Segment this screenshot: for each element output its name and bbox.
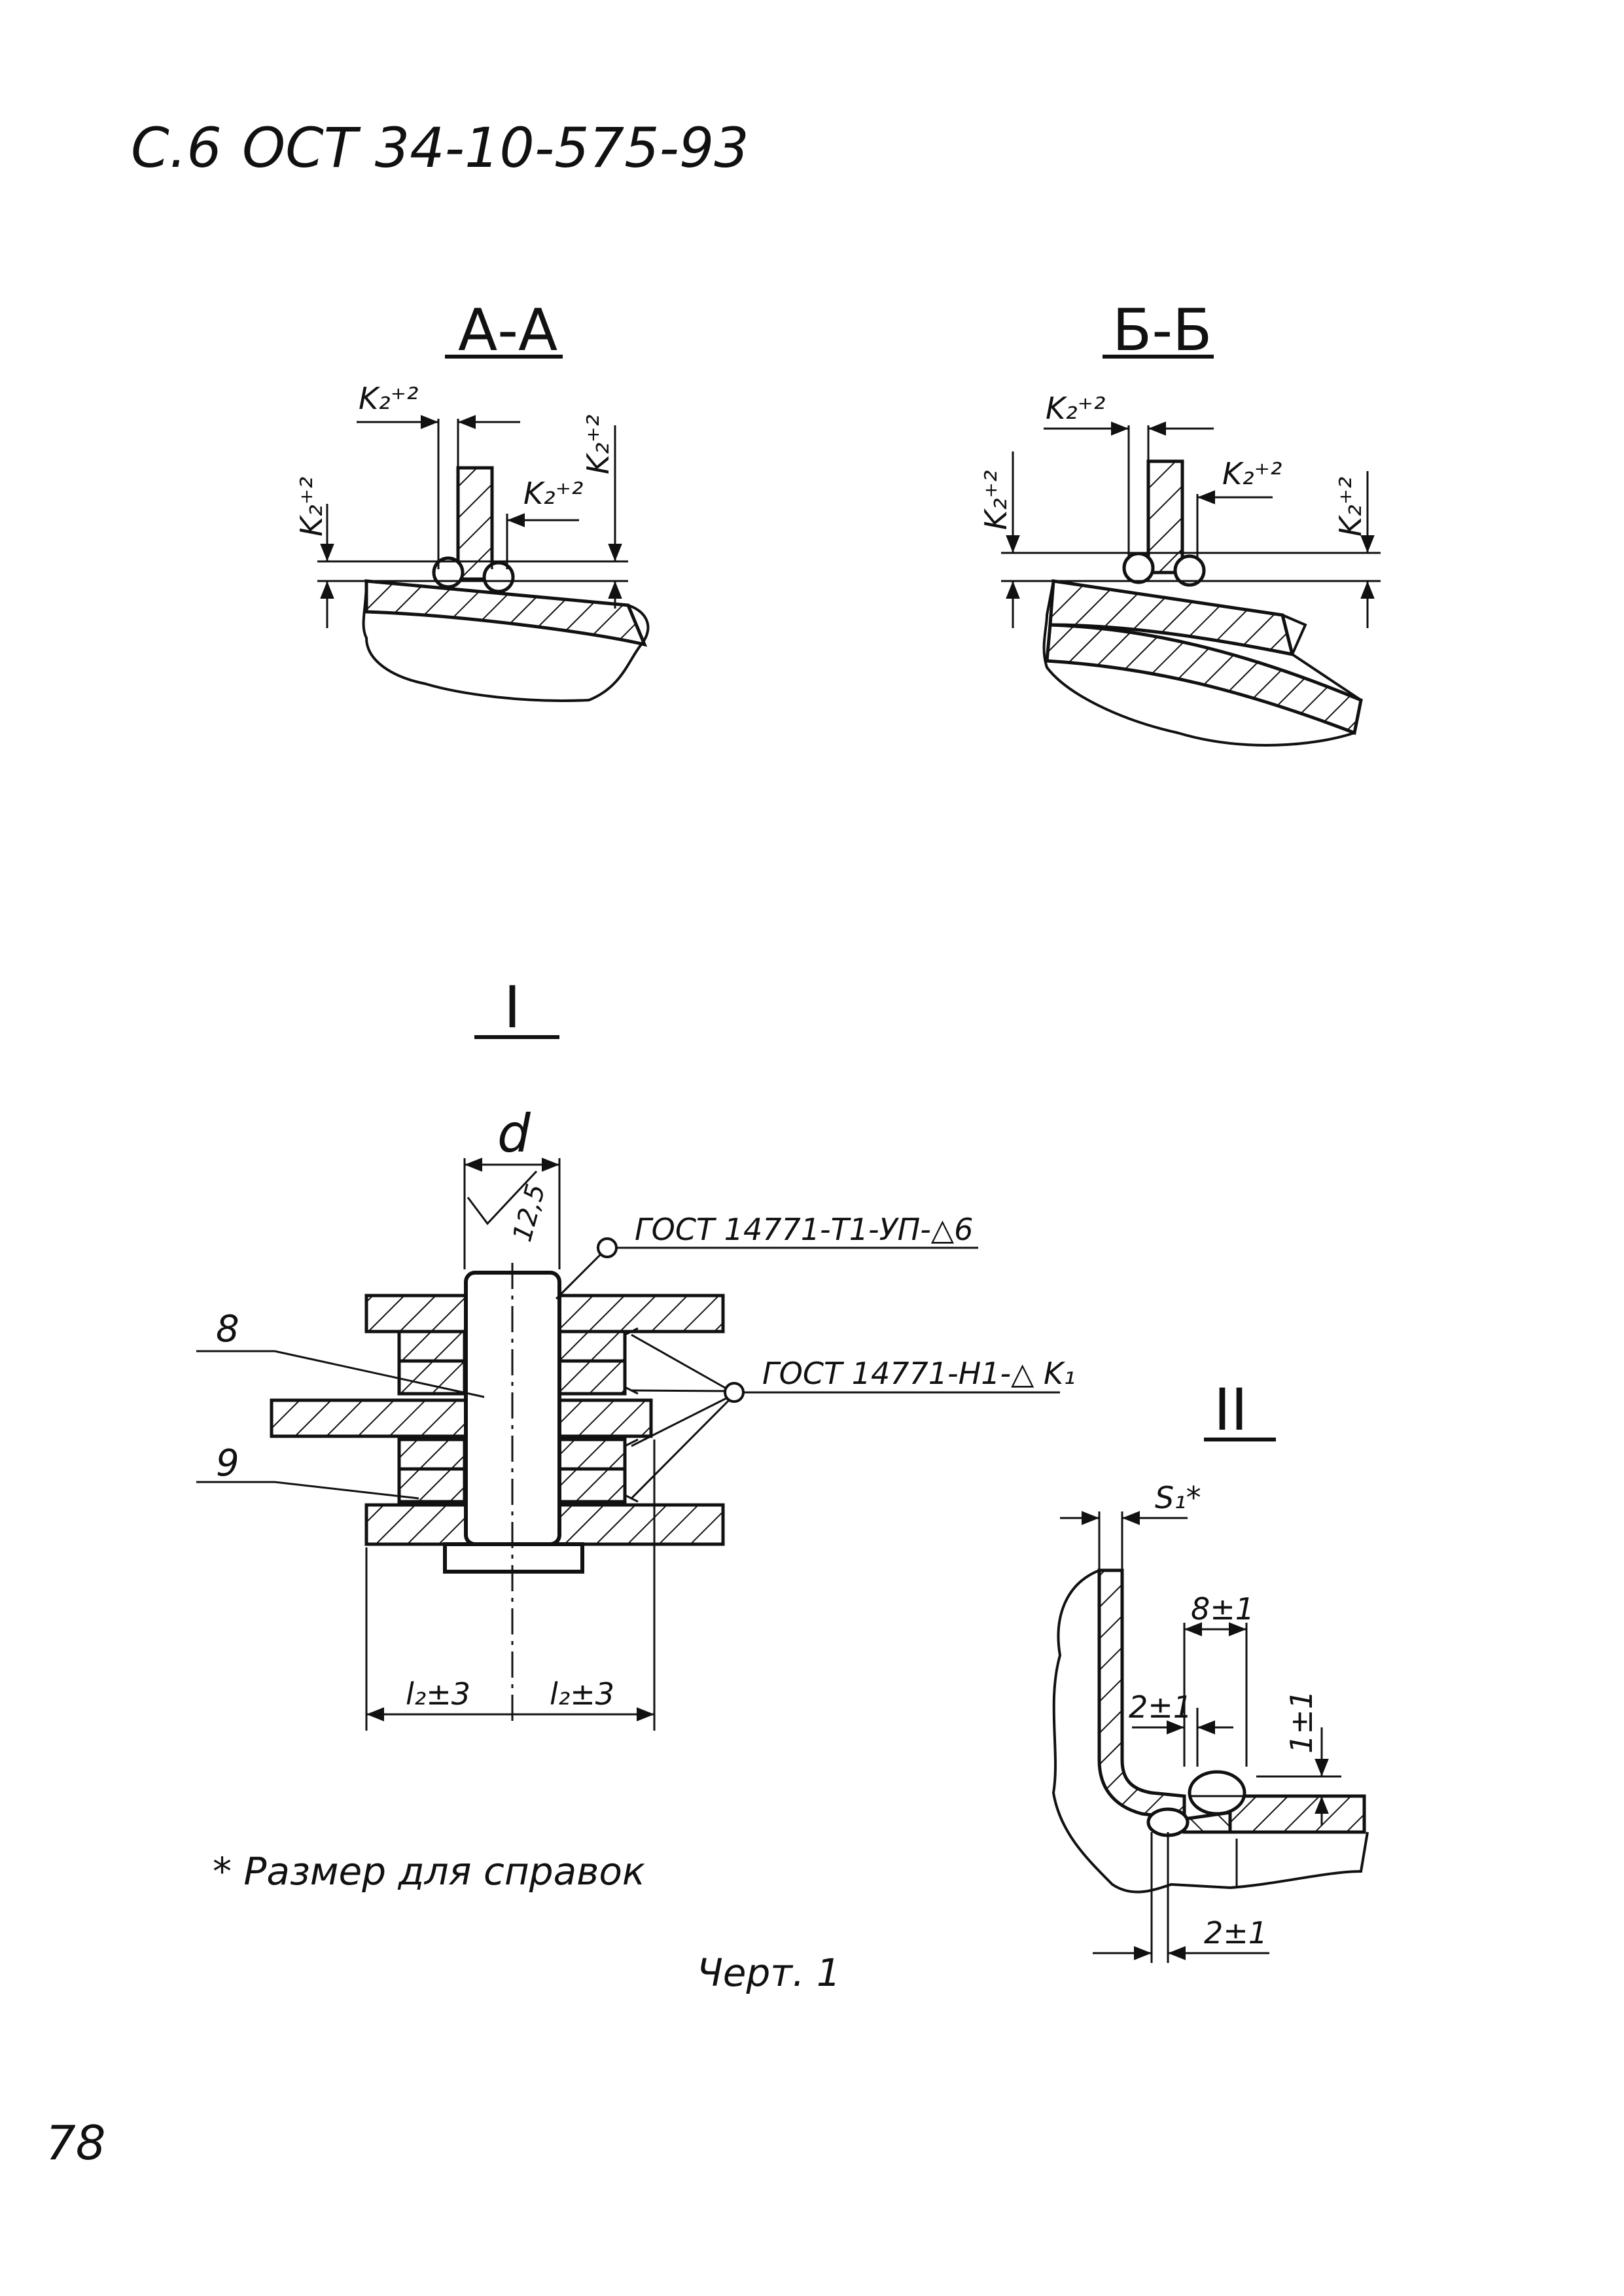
section-bb-rib	[1146, 459, 1184, 574]
dim-l2-left: l₂±3	[406, 1676, 470, 1712]
page-number: 78	[46, 2115, 106, 2170]
roughness-sign	[467, 1170, 538, 1226]
position-8: 8	[216, 1308, 239, 1351]
footnote: * Размер для справок	[213, 1849, 645, 1894]
section-aa: А-А K₂⁺² K₂⁺² K₂⁺² K₂⁺²	[294, 296, 650, 702]
detail-i-plate-middle	[270, 1398, 653, 1438]
section-bb-base-outline	[1042, 579, 1363, 747]
weld-note-1: ГОСТ 14771-Т1-УП-△6	[635, 1212, 973, 1247]
section-aa-dim-fillet: K₂⁺²	[523, 476, 583, 511]
section-aa-plate-section	[364, 579, 648, 647]
section-aa-title: А-А	[458, 296, 557, 364]
dim-l2-right: l₂±3	[550, 1676, 614, 1712]
detail-ii-dim-2-top: 2±1	[1129, 1689, 1192, 1725]
section-bb-weld-right	[1173, 554, 1206, 587]
section-aa-weld-left	[432, 556, 465, 589]
section-aa-dim-top: K₂⁺²	[359, 381, 418, 416]
detail-i-title: I	[504, 974, 521, 1041]
detail-ii-dim-1: 1±1	[1284, 1690, 1319, 1754]
section-bb-dim-left: K₂⁺²	[978, 470, 1014, 530]
section-aa-dim-right: K₂⁺²	[580, 415, 616, 474]
section-aa-weld-right	[482, 561, 515, 593]
section-aa-dim-left: K₂⁺²	[294, 477, 329, 537]
detail-ii-dim-8: 8±1	[1191, 1591, 1254, 1627]
position-9: 9	[216, 1442, 239, 1485]
detail-ii-dim-2-bottom: 2±1	[1204, 1915, 1267, 1951]
detail-i-diameter-label: d	[497, 1103, 531, 1164]
detail-i-roughness: 12,5	[507, 1181, 551, 1245]
section-bb-shell	[1045, 623, 1363, 735]
detail-ii-plate	[1228, 1794, 1366, 1834]
section-bb-dim-fillet: K₂⁺²	[1222, 456, 1282, 491]
detail-i: I d 12,5	[196, 974, 1076, 1731]
detail-ii-title: II	[1214, 1376, 1248, 1443]
detail-ii-outline	[1051, 1569, 1369, 1894]
section-bb-dim-right: K₂⁺²	[1333, 477, 1368, 537]
detail-ii-weld-top	[1188, 1770, 1246, 1816]
detail-ii: II S₁* 8±1 2±1 1±1	[1051, 1376, 1369, 1963]
section-bb: Б-Б K₂⁺² K₂⁺² K₂⁺² K₂⁺²	[978, 296, 1381, 747]
standard-number: ОСТ 34-10-575-93	[242, 116, 749, 180]
section-bb-title: Б-Б	[1112, 296, 1212, 364]
detail-ii-weld-bottom	[1146, 1807, 1190, 1837]
weld-note-2: ГОСТ 14771-Н1-△ K₁	[762, 1356, 1076, 1391]
figure-caption: Черт. 1	[697, 1951, 841, 1995]
detail-i-pin-head	[443, 1542, 584, 1574]
detail-ii-thickness: S₁*	[1155, 1480, 1201, 1515]
page-ref: С.6	[131, 116, 222, 180]
section-bb-dim-top: K₂⁺²	[1046, 391, 1105, 426]
